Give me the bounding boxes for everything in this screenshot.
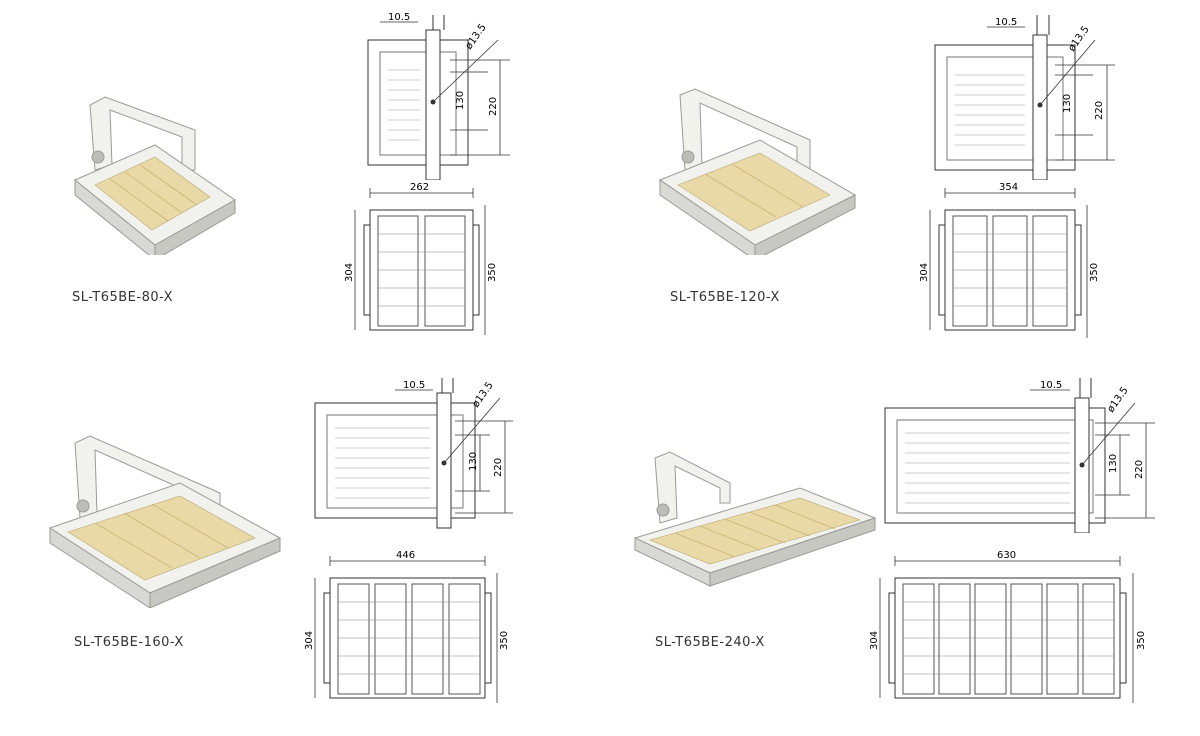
dim-height-outer: 350 (487, 263, 498, 282)
dim-130: 130 (468, 452, 479, 471)
front-view-drawing: 446 304 350 (304, 550, 510, 703)
dim-hole: ø13.5 (1105, 385, 1130, 415)
lamp-render-240 (633, 451, 877, 587)
lamp-render-120 (658, 88, 857, 255)
dim-height-outer: 350 (1089, 263, 1100, 282)
dim-hole: ø13.5 (470, 380, 495, 410)
dim-width: 446 (396, 550, 415, 561)
model-label: SL-T65BE-240-X (655, 635, 765, 650)
lamp-render-160 (48, 435, 282, 608)
dim-height-inner: 304 (344, 263, 355, 282)
dim-220: 220 (1094, 101, 1105, 120)
dim-height-inner: 304 (869, 631, 880, 650)
dim-hole: ø13.5 (1066, 24, 1091, 54)
model-label: SL-T65BE-160-X (74, 635, 184, 650)
dim-hole: ø13.5 (463, 22, 488, 52)
dim-220: 220 (1134, 460, 1145, 479)
dim-height-outer: 350 (499, 631, 510, 650)
dim-130: 130 (1062, 94, 1073, 113)
front-view-drawing: 262 304 350 (344, 182, 498, 335)
dim-height-inner: 304 (304, 631, 315, 650)
dim-offset: 10.5 (995, 17, 1017, 28)
dim-130: 130 (455, 91, 466, 110)
back-view-drawing: 10.5 ø13.5 130 220 (884, 378, 1155, 533)
dim-height-outer: 350 (1136, 631, 1147, 650)
model-label: SL-T65BE-120-X (670, 290, 780, 305)
product-panel-240: SL-T65BE-240-X 10.5 ø13.5 130 (600, 368, 1200, 736)
product-panel-120: SL-T65BE-120-X 10.5 ø13.5 130 (600, 0, 1200, 368)
back-view-drawing: 10.5 ø13.5 130 220 (367, 12, 510, 180)
front-view-drawing: 630 304 350 (869, 550, 1147, 703)
product-panel-80: SL-T65BE-80-X 10.5 ø13.5 13 (0, 0, 600, 368)
back-view-drawing: 10.5 ø13.5 130 220 (934, 15, 1115, 180)
dim-width: 262 (410, 182, 429, 193)
dim-220: 220 (488, 97, 499, 116)
dim-offset: 10.5 (388, 12, 410, 23)
product-panel-160: SL-T65BE-160-X 10.5 ø13.5 130 (0, 368, 600, 736)
dim-offset: 10.5 (1040, 380, 1062, 391)
back-view-drawing: 10.5 ø13.5 130 220 (314, 378, 513, 529)
front-view-drawing: 354 304 350 (919, 182, 1100, 338)
dim-height-inner: 304 (919, 263, 930, 282)
dim-width: 354 (999, 182, 1018, 193)
dim-220: 220 (493, 458, 504, 477)
dim-offset: 10.5 (403, 380, 425, 391)
lamp-render-80 (74, 96, 236, 255)
model-label: SL-T65BE-80-X (72, 290, 174, 305)
dim-width: 630 (997, 550, 1016, 561)
dim-130: 130 (1108, 454, 1119, 473)
